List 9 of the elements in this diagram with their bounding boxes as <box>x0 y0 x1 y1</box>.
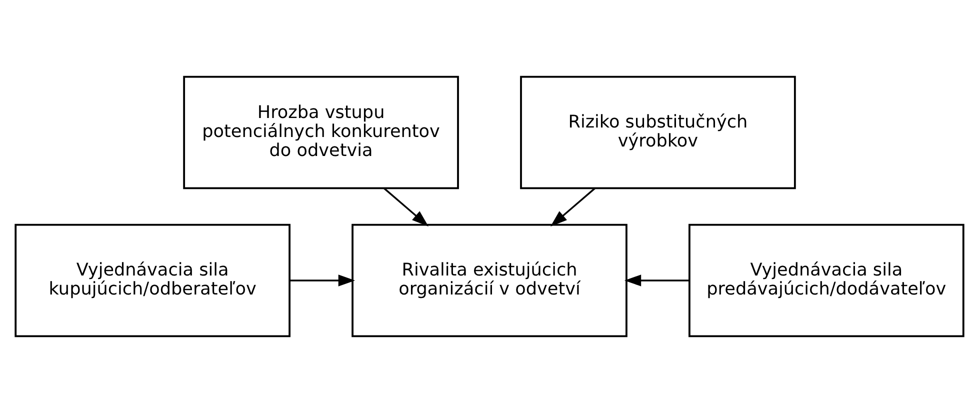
arrow <box>624 274 690 286</box>
node-box: Rivalita existujúcich organizácií v odvetví <box>352 224 628 338</box>
node-box: Vyjednávacia sila kupujúcich/odberateľov <box>14 224 290 338</box>
node-box: Vyjednávacia sila predávajúcich/dodávateľov <box>688 224 964 338</box>
arrow <box>550 188 596 227</box>
node-box: Hrozba vstupu potenciálnych konkurentov do odvetvia <box>183 76 459 190</box>
arrow <box>290 274 356 286</box>
arrow <box>384 188 429 227</box>
node-box: Riziko substitučných výrobkov <box>520 76 796 190</box>
